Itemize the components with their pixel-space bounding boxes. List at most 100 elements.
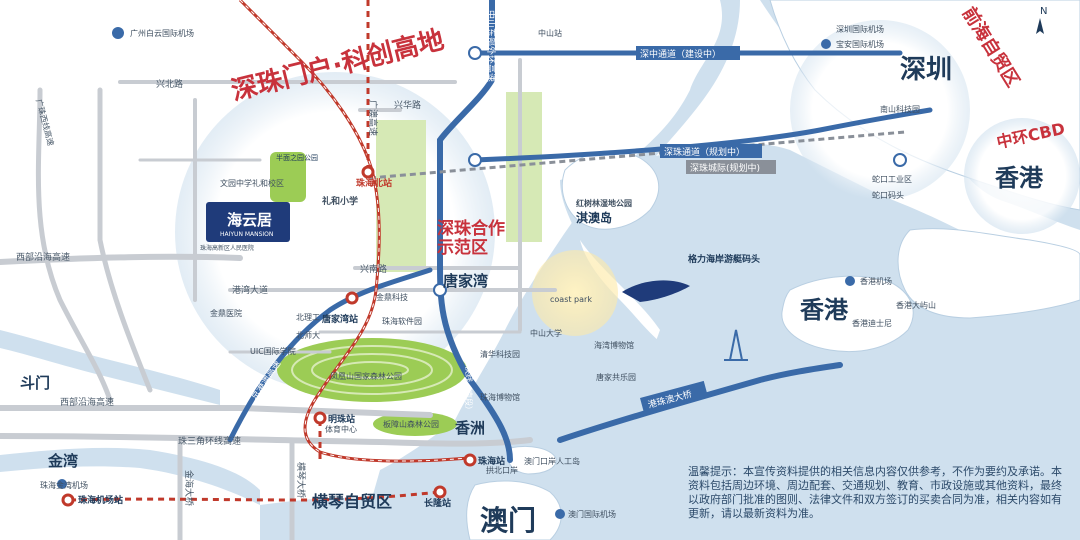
road-beiyan [97, 87, 153, 393]
hzm-bridge [557, 362, 843, 443]
station-zhuhai [463, 453, 477, 467]
label-station-mingzhu: 明珠站 [328, 413, 355, 425]
city-shenzhen: 深圳 [900, 55, 952, 85]
poi-macau-gongbei: 澳门口岸人工岛 [524, 456, 580, 466]
shenzhu-label: 深珠通道（规划中） [664, 146, 745, 158]
road-label-shenzhu: 深珠通道（规划中） [660, 144, 762, 158]
poi-shiban: 板障山森林公园 [383, 419, 439, 429]
shenzhong-label: 深中通道（建设中） [640, 48, 721, 60]
hk-land [897, 228, 1080, 319]
airplane-icon-macau [555, 509, 565, 519]
banner-coop-2: 示范区 [437, 237, 488, 258]
disclaimer-text: 温馨提示：本宣传资料提供的相关信息内容仅供参考，不作为要约及承诺。本资料包括周边… [688, 465, 1062, 520]
road-label-hengqin: 横琴大桥 [295, 462, 307, 498]
label-station-tangjiawan: 唐家湾站 [322, 313, 358, 325]
road-label-jinhai: 金海大桥 [183, 470, 195, 506]
road-label-xibu: 西部沿海高速 [16, 251, 70, 263]
road-label-xingnan: 兴南路 [360, 263, 387, 275]
west-river-2 [0, 447, 260, 505]
poi-nanshan: 南山科技园 [880, 104, 920, 114]
road-label-xinghua: 兴华路 [394, 99, 421, 111]
poi-zhongshan-univ: 中山大学 [530, 328, 562, 338]
station-airport [61, 493, 75, 507]
poi-bijiang: 北理工 [296, 313, 320, 322]
road-sanhuan [0, 433, 533, 447]
bridge-pylon-icon [724, 329, 748, 361]
poi-airport-gz: 广州白云国际机场 [130, 28, 194, 38]
poi-banmianshan: 半面之园公园 [276, 153, 318, 162]
poi-sports: 体育中心 [325, 424, 357, 434]
expressway-shenzhu [472, 107, 933, 163]
expressway-jinghai [227, 267, 433, 443]
label-station-zhuhai: 珠海站 [478, 455, 505, 467]
south-water [260, 497, 470, 540]
airplane-icon-gz [112, 27, 124, 39]
road-label-xingye: 兴业快线（南段） [464, 350, 474, 414]
station-changlong [433, 485, 447, 499]
city-hongkong-cbd: 香港 [995, 164, 1044, 192]
poi-lihe: 礼和小学 [322, 195, 358, 207]
project-name-cn: 海云居 [227, 211, 272, 229]
shiban-mountain [373, 412, 457, 436]
city-macau: 澳门 [480, 504, 536, 537]
project-logo-box [206, 202, 290, 242]
road-label-xibu2: 西部沿海高速 [60, 396, 114, 408]
roads [0, 58, 557, 540]
poi-hk-airport: 香港机场 [860, 276, 892, 286]
poi-labels: 广州白云国际机场 中山站 宝安国际机场 深圳国际机场 南山科技园 蛇口工业区 蛇… [40, 24, 936, 519]
fenghuang-mountain [277, 338, 467, 402]
poi-jinwan-airport: 珠海金湾机场 [40, 480, 88, 490]
poi-caozhu-hospital: 珠海高新区人民医院 [200, 244, 254, 252]
poi-hk-disney: 香港迪士尼 [852, 318, 892, 328]
poi-jinshi: 金鼎科技 [376, 292, 408, 302]
geli-dock-icon [622, 280, 690, 302]
poi-shekou-port: 蛇口码头 [872, 190, 904, 200]
pearl-river-estuary [360, 0, 1080, 540]
poi-tangjia: 唐家共乐园 [596, 372, 636, 382]
expressway-zhongshan-east [437, 0, 513, 463]
fenghuang-mountain-ring-2 [311, 353, 433, 387]
project-name-en: HAIYUN MANSION [220, 231, 273, 238]
poi-coast-park: coast park [550, 295, 592, 304]
shenzhu-intercity-label: 深珠城际(规划中) [690, 162, 760, 174]
road-label-gangwan: 港湾大道 [232, 284, 268, 296]
fenghuang-mountain-ring [291, 345, 453, 395]
label-station-changlong: 长隆站 [424, 497, 451, 509]
poi-museum: 珠海博物馆 [480, 392, 520, 402]
poi-hk-dayu: 香港大屿山 [896, 300, 936, 310]
macau-hub-island [507, 445, 557, 475]
poi-mangrove: 红树林湿地公园 [576, 198, 632, 208]
rail-airport [69, 490, 441, 502]
shenzhen-halo [790, 20, 970, 200]
junction-shenzhen [893, 153, 907, 167]
road-label-xingbei: 兴北路 [156, 78, 183, 90]
station-zhuhai-north [361, 165, 375, 179]
city-qiao-island: 淇澳岛 [576, 210, 612, 225]
poi-zs: 中山站 [538, 28, 562, 38]
north-arrow-icon [1036, 18, 1044, 34]
city-jinwan: 金湾 [47, 452, 78, 470]
airplane-icon-baoan [821, 39, 831, 49]
poi-uic: UIC国际学院 [250, 346, 296, 356]
road-label-sanhuan: 珠三角环线高速 [178, 435, 241, 447]
poi-fenghuang: 凤凰山国家森林公园 [330, 371, 402, 381]
city-tangjiawan: 唐家湾 [443, 272, 488, 290]
road-label-shenzhong: 深中通道（建设中） [636, 46, 740, 60]
road-label-shenzhu-intercity: 深珠城际(规划中) [686, 160, 776, 174]
stations [61, 165, 477, 507]
poi-beishi: 北师大 [296, 330, 320, 340]
compass-n: N [1040, 6, 1047, 17]
poi-jinding-hospital: 金鼎医院 [210, 308, 242, 318]
shenzhu-label-box [660, 144, 762, 158]
banmianshan-park [270, 152, 306, 202]
west-river [0, 330, 220, 405]
banner-coop-1: 深珠合作 [437, 218, 505, 239]
poi-shekou: 蛇口工业区 [872, 174, 912, 184]
label-station-zhuhai-north: 珠海北站 [356, 177, 392, 189]
poi-qingnian: 清华科技园 [480, 349, 520, 359]
shenzhong-label-box [636, 46, 740, 60]
tangjiawan-halo [532, 250, 618, 336]
airplane-icon-jinwan [57, 479, 67, 489]
city-doumen: 斗门 [20, 374, 50, 392]
